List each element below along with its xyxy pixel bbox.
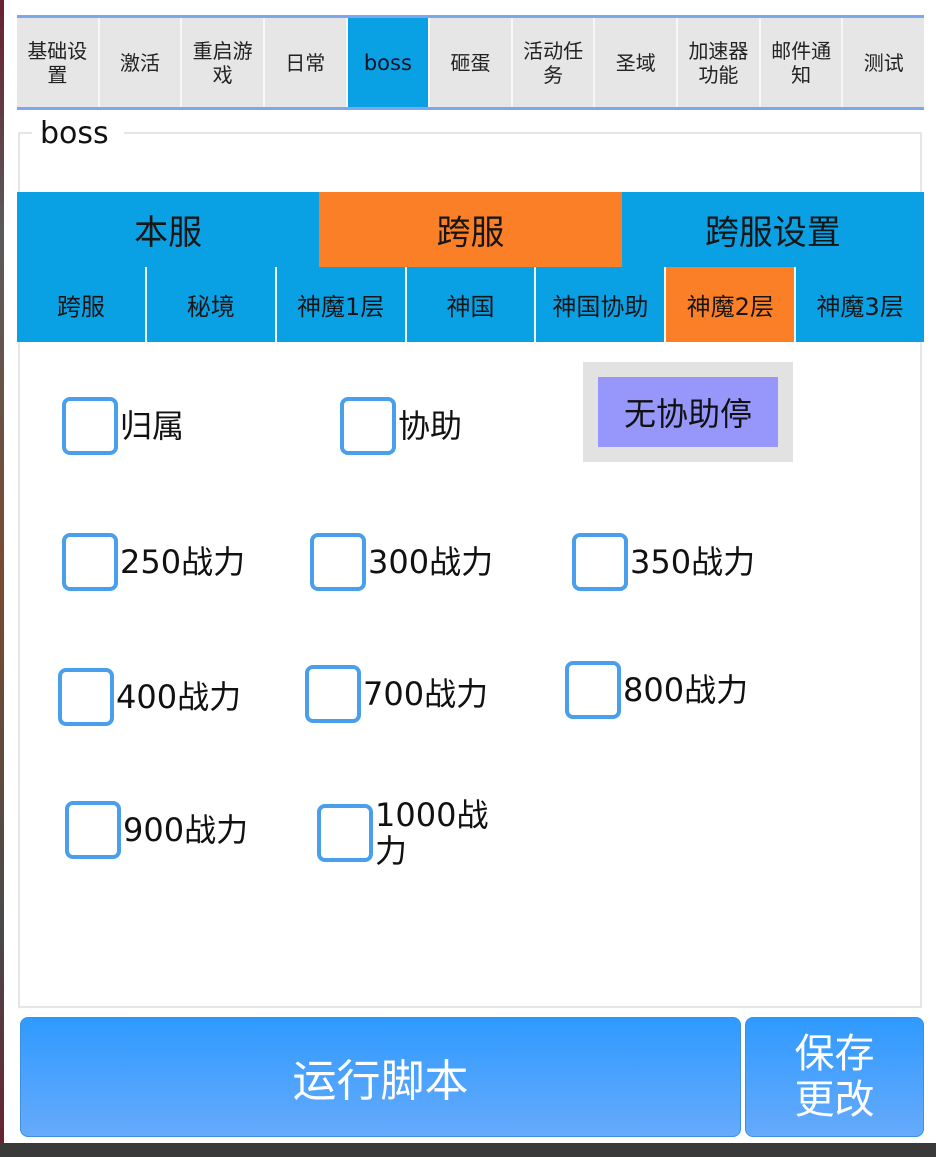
tab-cross-server-settings[interactable]: 跨服设置 — [621, 192, 924, 267]
checkbox-label: 400战力 — [116, 678, 242, 716]
subtab-divine-kingdom-assist[interactable]: 神国协助 — [534, 267, 665, 342]
power-250-checkbox[interactable]: 250战力 — [62, 533, 245, 591]
power-350-checkbox[interactable]: 350战力 — [572, 533, 755, 591]
group-border-top-right — [124, 132, 922, 134]
checkbox-box[interactable] — [62, 533, 118, 591]
checkbox-box[interactable] — [65, 801, 121, 859]
no-assist-stop-button[interactable]: 无协助停 — [598, 377, 778, 447]
tab-boss[interactable]: boss — [347, 18, 431, 107]
subtab-secret-realm[interactable]: 秘境 — [144, 267, 275, 342]
boss-group-box — [18, 132, 922, 1008]
no-assist-stop-frame: 无协助停 — [583, 362, 793, 462]
checkbox-label: 协助 — [398, 407, 463, 445]
assist-checkbox[interactable]: 协助 — [340, 397, 462, 455]
checkbox-box[interactable] — [317, 804, 373, 862]
run-script-button[interactable]: 运行脚本 — [20, 1017, 741, 1137]
tab-test[interactable]: 测试 — [863, 50, 904, 75]
checkbox-box[interactable] — [340, 397, 396, 455]
group-title: boss — [40, 116, 113, 151]
background-window-edge — [0, 0, 4, 1157]
ownership-checkbox[interactable]: 归属 — [62, 397, 184, 455]
checkbox-label: 300战力 — [368, 543, 494, 581]
checkbox-label: 1000战力 — [375, 796, 489, 870]
tab-accelerator[interactable]: 加速器功能 — [678, 18, 761, 107]
subtab-shenmo-floor-2[interactable]: 神魔2层 — [664, 267, 795, 342]
tab-basic-settings[interactable]: 基础设置 — [17, 18, 100, 107]
checkbox-box[interactable] — [310, 533, 366, 591]
tab-daily[interactable]: 日常 — [265, 18, 348, 107]
checkbox-label: 350战力 — [630, 543, 756, 581]
checkbox-label: 800战力 — [623, 671, 749, 709]
checkbox-label: 250战力 — [120, 543, 246, 581]
tab-sanctuary[interactable]: 圣域 — [595, 18, 679, 107]
checkbox-box[interactable] — [565, 661, 621, 719]
power-400-checkbox[interactable]: 400战力 — [58, 668, 241, 726]
checkbox-label: 归属 — [120, 407, 185, 445]
power-1000-checkbox[interactable]: 1000战力 — [317, 797, 495, 869]
tab-mail-notify[interactable]: 邮件通知 — [761, 18, 844, 107]
checkbox-box[interactable] — [572, 533, 628, 591]
server-tab-bar: 本服 跨服 跨服设置 — [17, 192, 924, 267]
sub-tab-bar: 跨服 秘境 神魔1层 神国 神国协助 神魔2层 神魔3层 — [17, 267, 925, 342]
checkbox-label: 900战力 — [123, 811, 249, 849]
subtab-cross-server[interactable]: 跨服 — [17, 267, 145, 342]
tab-smash-egg[interactable]: 砸蛋 — [430, 18, 513, 107]
checkbox-box[interactable] — [58, 668, 114, 726]
background-window-strip — [0, 1143, 936, 1157]
tab-event-tasks[interactable]: 活动任务 — [513, 18, 596, 107]
tab-restart-game[interactable]: 重启游戏 — [182, 18, 265, 107]
group-border-top-left — [18, 132, 32, 134]
power-800-checkbox[interactable]: 800战力 — [565, 661, 748, 719]
checkbox-box[interactable] — [305, 665, 361, 723]
tab-activate[interactable]: 激活 — [100, 18, 183, 107]
checkbox-box[interactable] — [62, 397, 118, 455]
save-changes-label: 保存更改 — [794, 1032, 875, 1122]
tab-local-server[interactable]: 本服 — [17, 192, 320, 267]
power-700-checkbox[interactable]: 700战力 — [305, 665, 488, 723]
power-300-checkbox[interactable]: 300战力 — [310, 533, 493, 591]
top-tab-bar: 基础设置 激活 重启游戏 日常 boss 砸蛋 活动任务 圣域 加速器功能 邮件… — [17, 15, 924, 110]
power-900-checkbox[interactable]: 900战力 — [65, 801, 248, 859]
save-changes-button[interactable]: 保存更改 — [745, 1017, 924, 1137]
subtab-divine-kingdom[interactable]: 神国 — [404, 267, 535, 342]
subtab-shenmo-floor-1[interactable]: 神魔1层 — [274, 267, 405, 342]
subtab-shenmo-floor-3[interactable]: 神魔3层 — [794, 267, 925, 342]
checkbox-label: 700战力 — [363, 675, 489, 713]
tab-cross-server[interactable]: 跨服 — [319, 192, 622, 267]
